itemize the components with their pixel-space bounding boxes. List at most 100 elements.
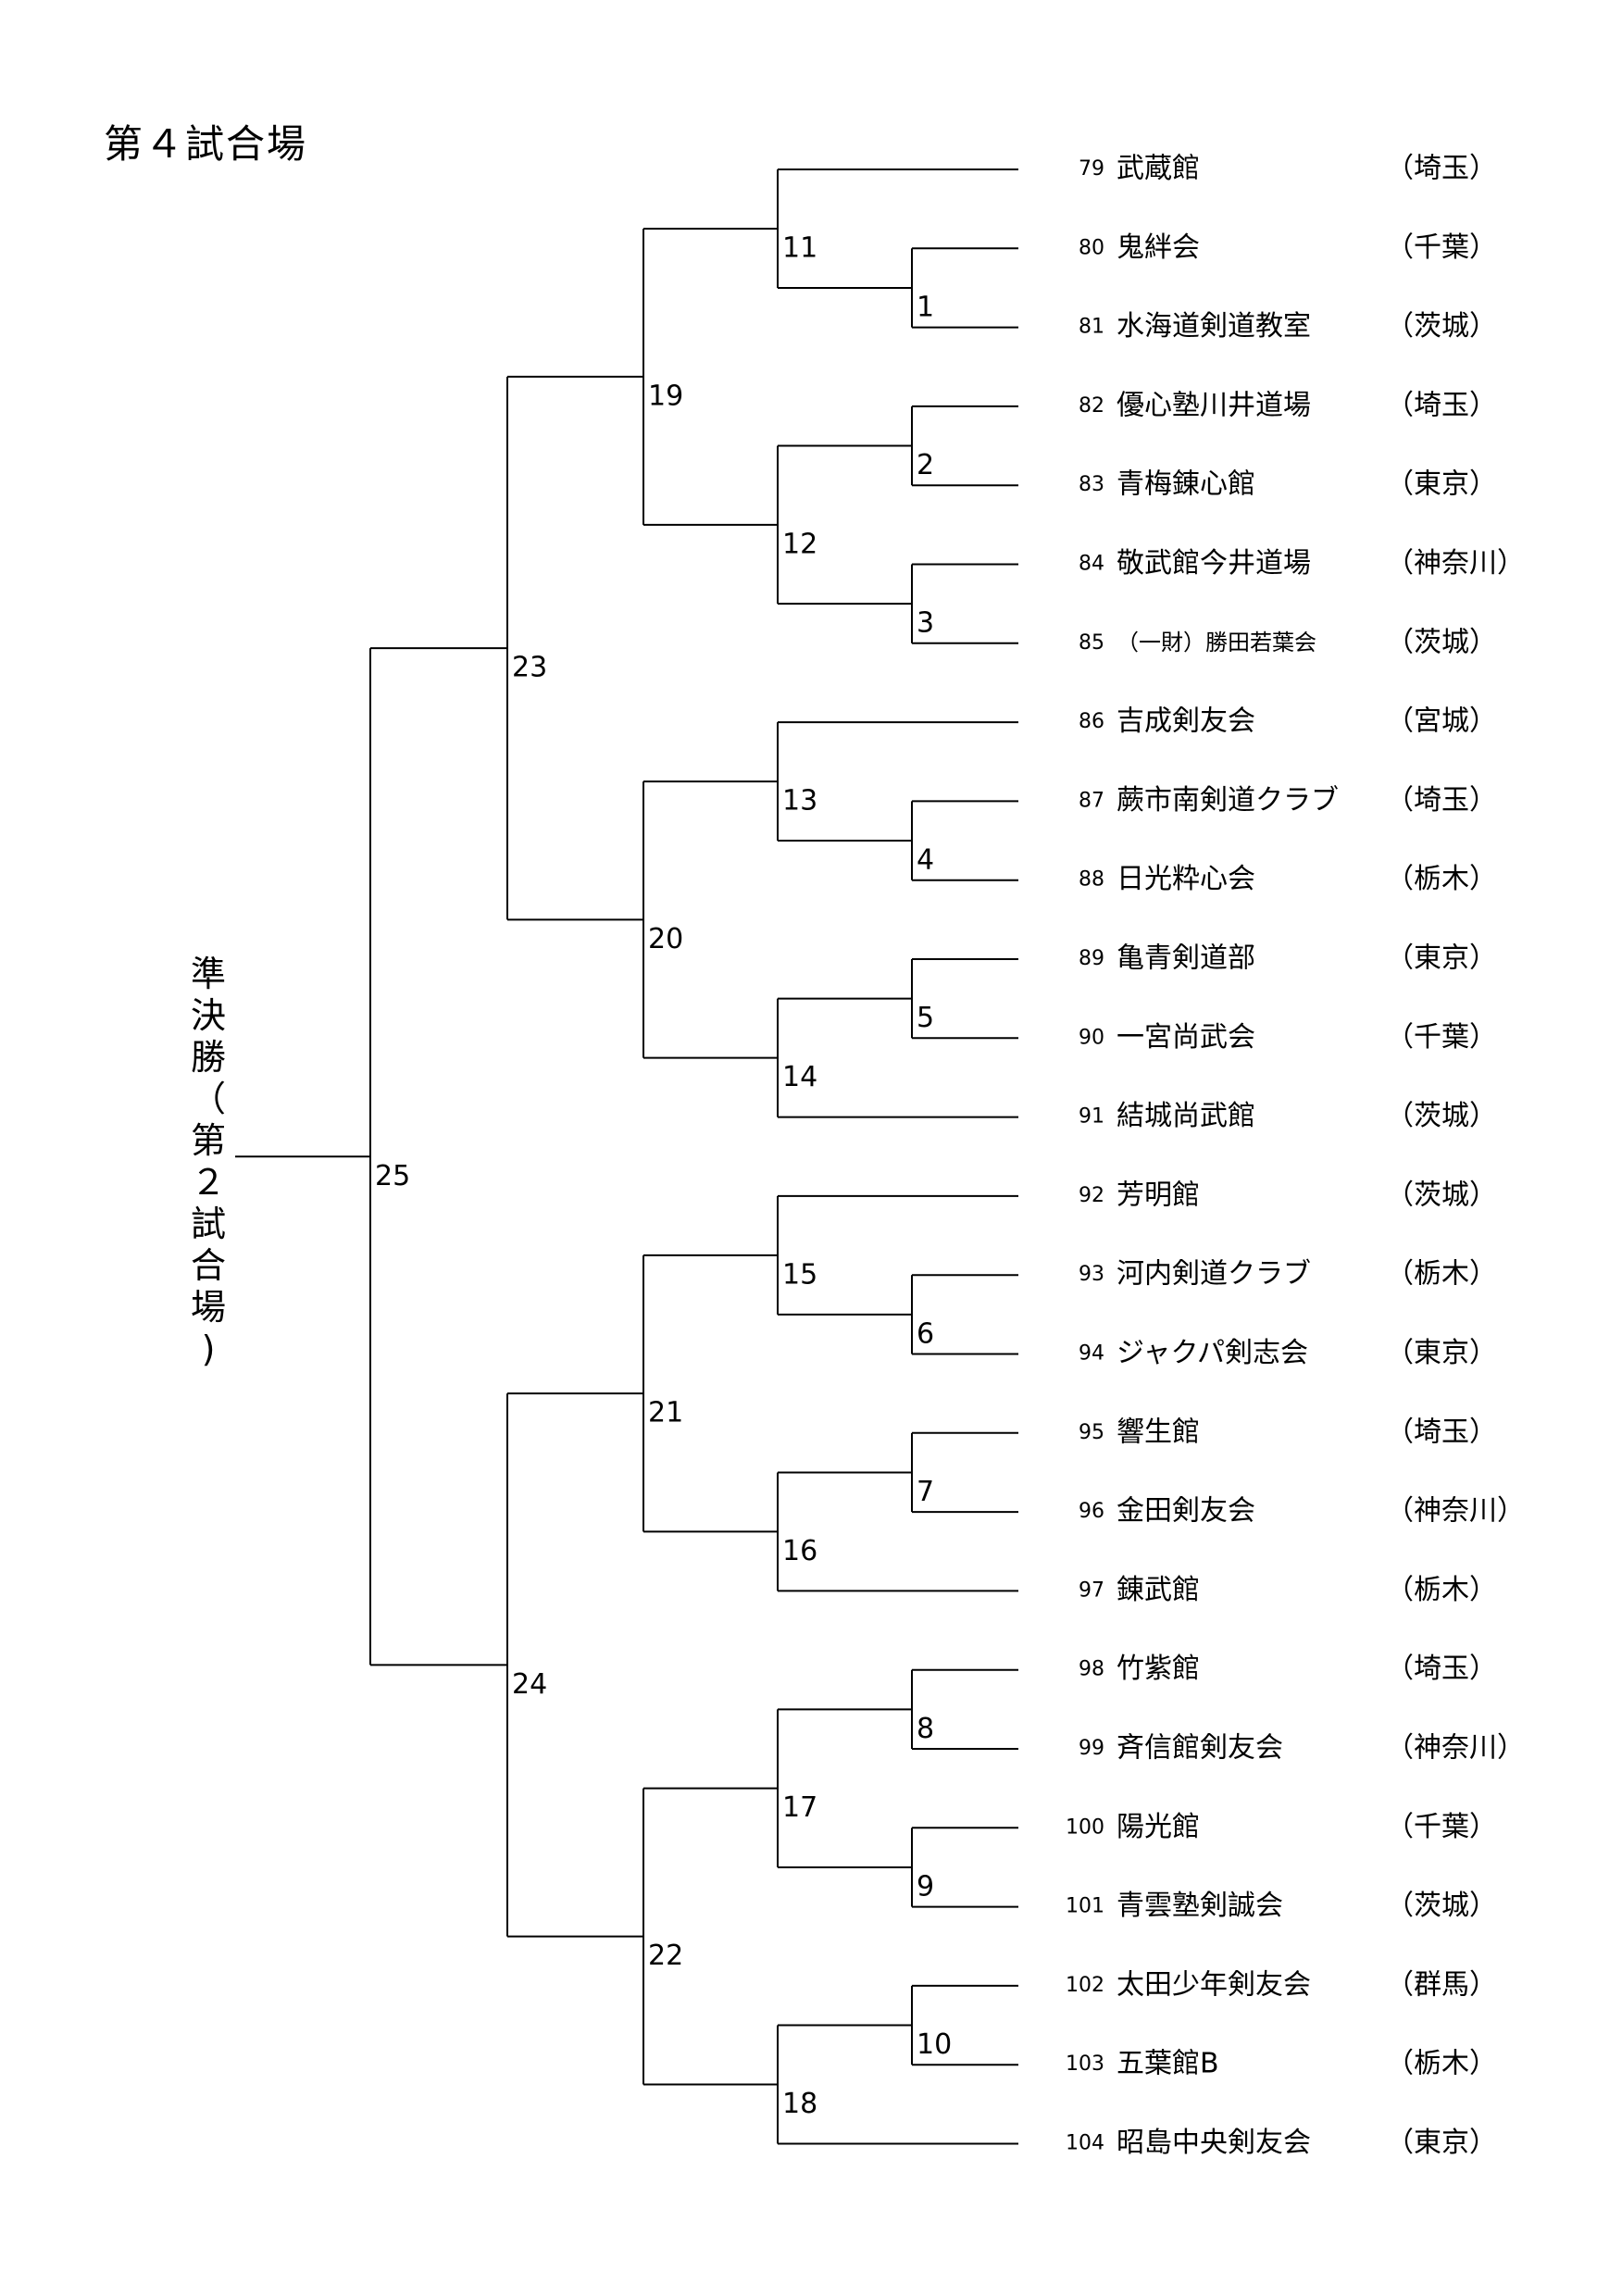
final-match-label-char: （ (190, 1079, 226, 1119)
team-seed-number: 80 (1079, 236, 1104, 259)
team-seed-number: 93 (1079, 1263, 1104, 1286)
team-name: 陽光館 (1117, 1811, 1200, 1843)
team-prefecture: （東京） (1386, 2127, 1497, 2159)
team-prefecture: （埼玉） (1386, 153, 1497, 185)
team-seed-number: 95 (1079, 1421, 1104, 1444)
team-name: 一宮尚武会 (1117, 1021, 1255, 1054)
match-number: 5 (917, 1002, 934, 1034)
team-name: 吉成剣友会 (1117, 705, 1255, 738)
team-seed-number: 82 (1079, 394, 1104, 418)
team-prefecture: （茨城） (1386, 310, 1497, 343)
team-name: 芳明館 (1117, 1179, 1200, 1211)
team-name: 響生館 (1117, 1416, 1200, 1448)
match-number: 6 (917, 1317, 934, 1350)
final-match-label-char: 準 (190, 954, 226, 994)
team-prefecture: （茨城） (1386, 1100, 1497, 1132)
team-prefecture: （埼玉） (1386, 389, 1497, 421)
team-seed-number: 87 (1079, 789, 1104, 812)
final-match-label-char: ) (201, 1329, 216, 1369)
match-number: 24 (512, 1668, 547, 1701)
team-seed-number: 104 (1066, 2132, 1104, 2155)
team-name: 錬武館 (1117, 1574, 1200, 1606)
match-number: 19 (648, 380, 683, 412)
team-name: （一財）勝田若葉会 (1117, 630, 1316, 655)
match-number: 18 (782, 2088, 817, 2120)
match-number: 17 (782, 1791, 817, 1824)
team-name: 優心塾川井道場 (1117, 389, 1311, 421)
team-seed-number: 91 (1079, 1105, 1104, 1129)
team-seed-number: 96 (1079, 1500, 1104, 1523)
match-number: 13 (782, 785, 817, 817)
team-prefecture: （東京） (1386, 468, 1497, 501)
team-prefecture: （茨城） (1386, 626, 1497, 658)
team-seed-number: 85 (1079, 631, 1104, 655)
team-name: 斉信館剣友会 (1117, 1732, 1283, 1765)
team-seed-number: 97 (1079, 1578, 1104, 1602)
final-match-label-char: 試 (190, 1204, 226, 1244)
match-number: 1 (917, 291, 934, 323)
final-match-label-char: 決 (190, 995, 226, 1036)
venue-title: 第４試合場 (104, 121, 308, 167)
team-seed-number: 103 (1066, 2053, 1104, 2076)
team-name: 河内剣道クラブ (1117, 1258, 1311, 1291)
match-number: 15 (782, 1258, 817, 1291)
team-name: 鬼絆会 (1117, 231, 1200, 264)
match-number: 10 (917, 2028, 952, 2061)
team-name: 武蔵館 (1117, 153, 1200, 185)
match-number: 9 (917, 1870, 934, 1903)
team-name: 竹紫館 (1117, 1653, 1200, 1685)
team-prefecture: （栃木） (1386, 863, 1497, 895)
team-seed-number: 89 (1079, 947, 1104, 970)
match-number: 8 (917, 1713, 934, 1745)
team-prefecture: （栃木） (1386, 1574, 1497, 1606)
team-seed-number: 90 (1079, 1026, 1104, 1049)
team-seed-number: 94 (1079, 1342, 1104, 1366)
team-seed-number: 101 (1066, 1895, 1104, 1918)
team-name: 太田少年剣友会 (1117, 1968, 1311, 2001)
team-seed-number: 83 (1079, 473, 1104, 496)
team-name: 日光粋心会 (1117, 863, 1255, 895)
team-prefecture: （栃木） (1386, 2048, 1497, 2080)
team-name: 青雲塾剣誠会 (1117, 1890, 1283, 1922)
team-prefecture: （群馬） (1386, 1968, 1497, 2001)
team-seed-number: 86 (1079, 710, 1104, 733)
match-number: 20 (648, 923, 683, 955)
team-name: ジャクパ剣志会 (1117, 1337, 1308, 1369)
final-match-label-char: 第 (190, 1120, 226, 1161)
team-prefecture: （神奈川） (1386, 1495, 1525, 1528)
team-name: 水海道剣道教室 (1117, 310, 1311, 343)
final-match-label-char: ２ (190, 1162, 226, 1203)
team-prefecture: （東京） (1386, 1337, 1497, 1369)
match-number: 23 (512, 652, 547, 684)
final-match-label-char: 合 (190, 1245, 226, 1286)
team-name: 敬武館今井道場 (1117, 547, 1311, 580)
team-seed-number: 81 (1079, 316, 1104, 339)
match-number: 4 (917, 844, 934, 877)
team-name: 蕨市南剣道クラブ (1117, 784, 1339, 817)
team-seed-number: 100 (1066, 1816, 1104, 1839)
team-seed-number: 98 (1079, 1658, 1104, 1681)
match-number: 22 (648, 1940, 683, 1972)
team-prefecture: （茨城） (1386, 1890, 1497, 1922)
team-seed-number: 88 (1079, 868, 1104, 892)
team-prefecture: （千葉） (1386, 1811, 1497, 1843)
match-number: 2 (917, 449, 934, 481)
team-seed-number: 92 (1079, 1184, 1104, 1207)
match-number: 12 (782, 528, 817, 560)
team-prefecture: （茨城） (1386, 1179, 1497, 1211)
final-match-label-char: 勝 (190, 1037, 226, 1078)
team-name: 亀青剣道部 (1117, 942, 1255, 975)
team-prefecture: （埼玉） (1386, 1653, 1497, 1685)
team-prefecture: （神奈川） (1386, 1732, 1525, 1765)
match-number: 3 (917, 607, 934, 640)
team-prefecture: （東京） (1386, 942, 1497, 975)
team-prefecture: （宮城） (1386, 705, 1497, 738)
match-number: 16 (782, 1535, 817, 1567)
team-prefecture: （千葉） (1386, 231, 1497, 264)
team-prefecture: （千葉） (1386, 1021, 1497, 1054)
team-prefecture: （埼玉） (1386, 1416, 1497, 1448)
team-prefecture: （神奈川） (1386, 547, 1525, 580)
